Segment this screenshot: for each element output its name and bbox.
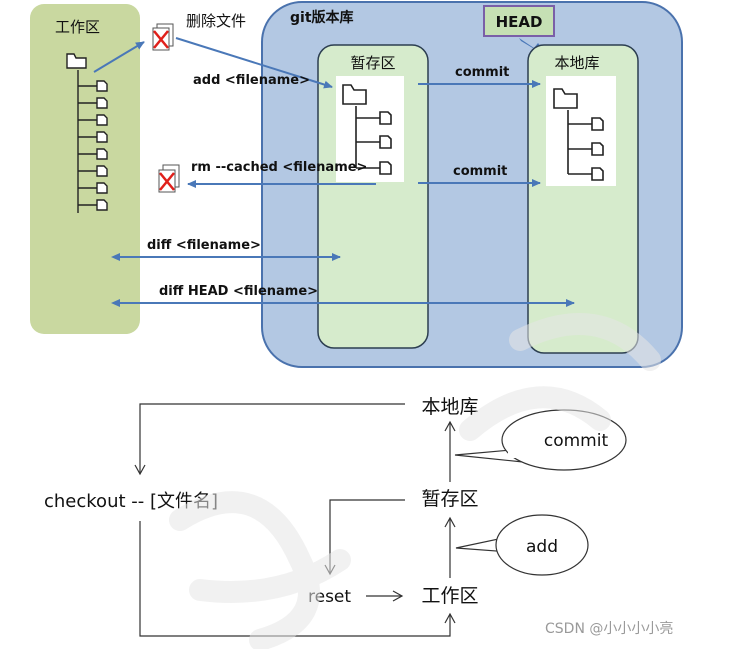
- head-box: [483, 5, 555, 37]
- bottom-local-label: 本地库: [421, 396, 478, 418]
- commit-bubble: commit: [454, 409, 627, 471]
- workspace-file-tree: [66, 53, 108, 213]
- local-label: 本地库: [554, 54, 599, 72]
- commit-bubble-label: commit: [544, 431, 609, 451]
- bottom-stage-label: 暂存区: [421, 488, 478, 510]
- repo-label: git版本库: [290, 9, 354, 26]
- commit-label-2: commit: [453, 164, 507, 179]
- stage-file-tree: [342, 84, 392, 175]
- reset-command: reset: [308, 587, 351, 607]
- commit-label-1: commit: [455, 65, 509, 80]
- add-bubble-label: add: [526, 537, 558, 557]
- workspace-label: 工作区: [55, 18, 100, 36]
- local-file-tree: [553, 88, 604, 181]
- add-bubble: add: [455, 514, 589, 576]
- bottom-workspace-label: 工作区: [421, 585, 478, 607]
- removed-file-icon: [158, 164, 180, 193]
- csdn-watermark: CSDN @小小小小亮: [545, 620, 673, 637]
- add-arrow: [175, 37, 333, 89]
- head-label: HEAD: [496, 13, 543, 31]
- rm-cached-command: rm --cached <filename>: [191, 160, 367, 175]
- checkout-arrow: [134, 403, 405, 476]
- deleted-file-label: 删除文件: [186, 12, 246, 30]
- workspace-box: [30, 4, 140, 334]
- stage-label: 暂存区: [350, 54, 395, 72]
- diff-head-command: diff HEAD <filename>: [159, 284, 318, 299]
- delete-file-arrow: [93, 41, 145, 73]
- diff-command: diff <filename>: [147, 238, 261, 253]
- add-command: add <filename>: [193, 73, 310, 88]
- checkout-bottom-arrow: [139, 521, 456, 637]
- reset-loop-arrow: [324, 499, 405, 576]
- checkout-command: checkout -- [文件名]: [44, 491, 218, 512]
- deleted-file-icon: [152, 23, 174, 51]
